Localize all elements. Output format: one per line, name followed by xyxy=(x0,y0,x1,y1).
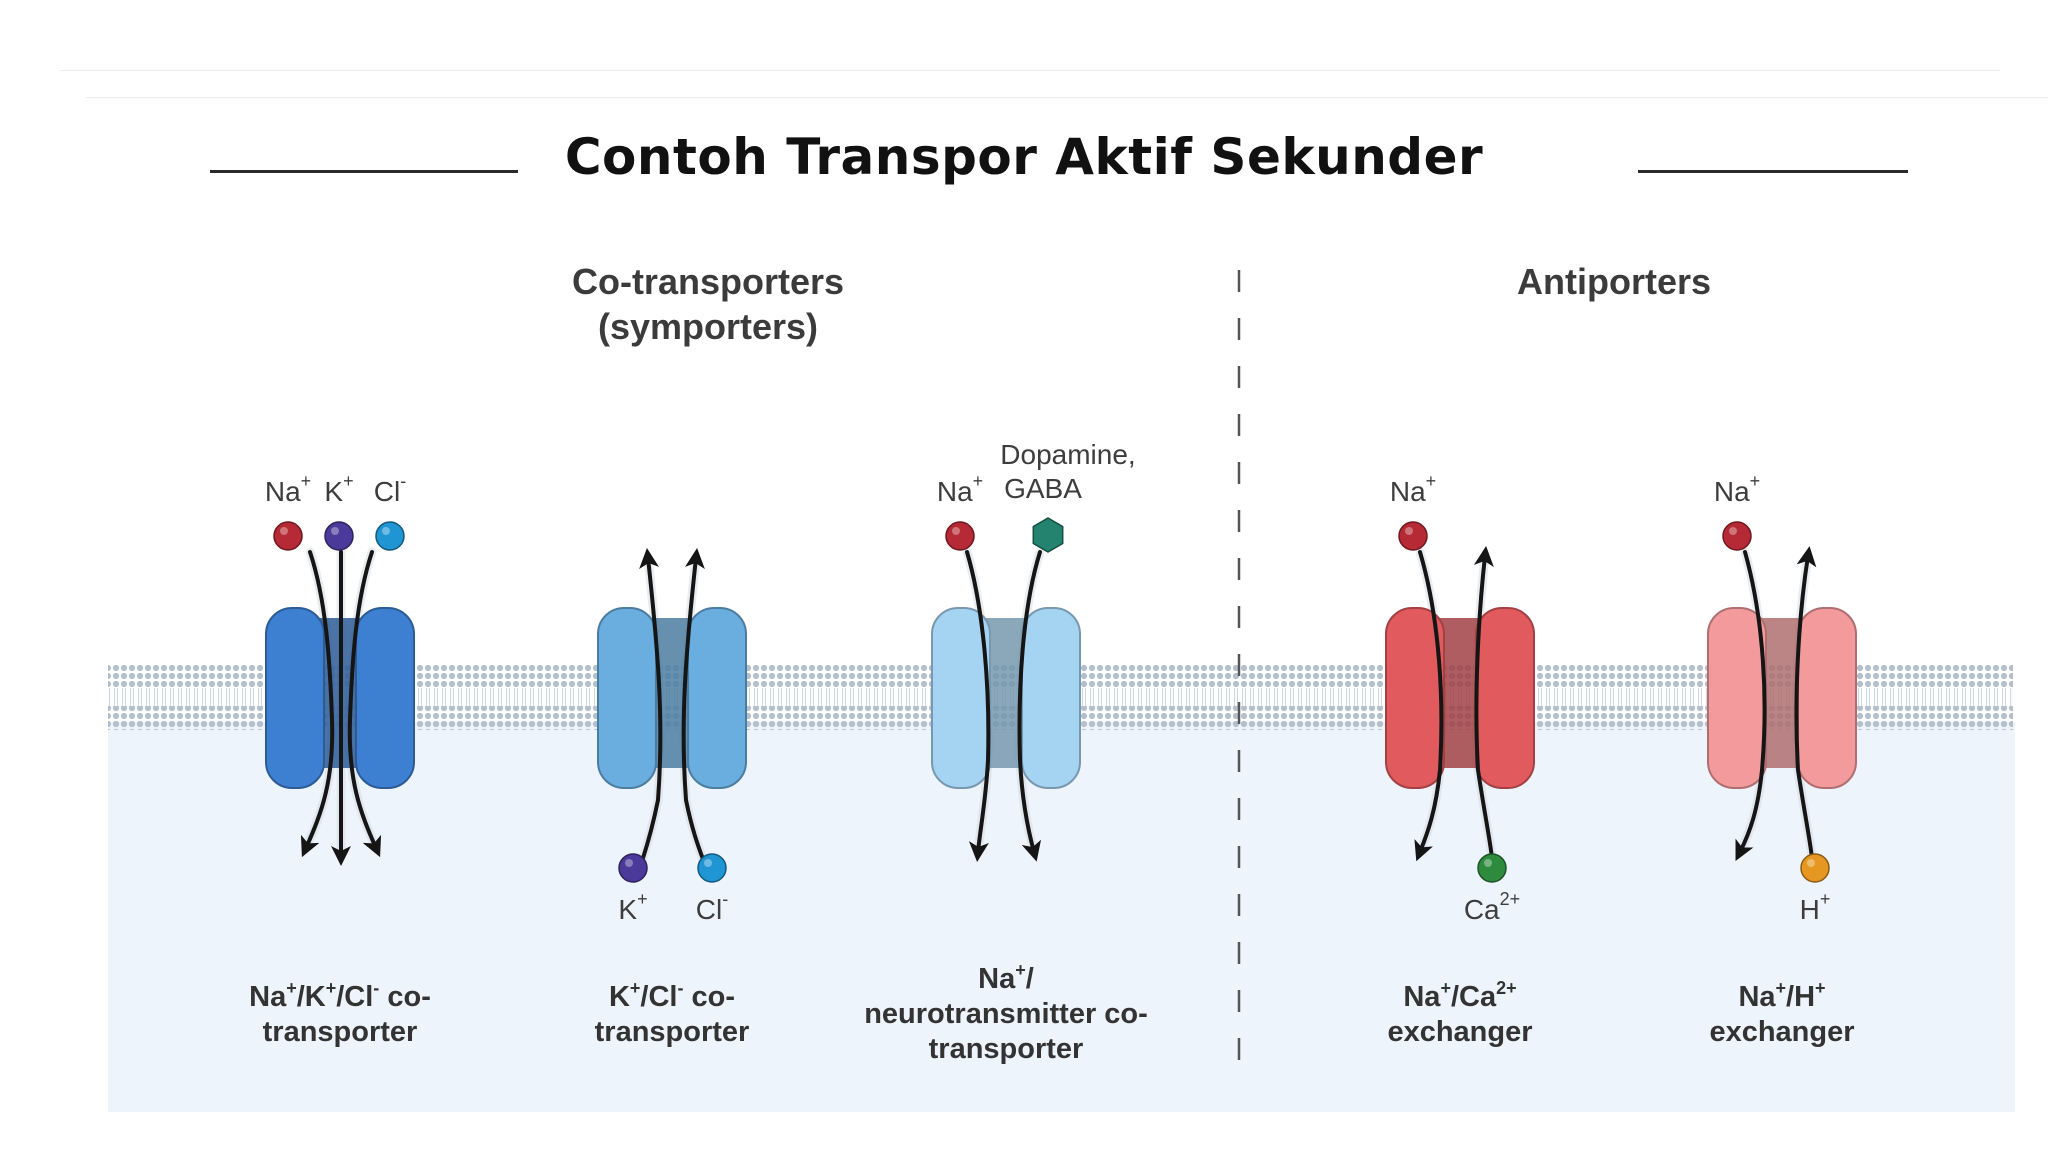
title-left-rule xyxy=(210,170,518,173)
ion-k-ball xyxy=(618,853,648,883)
cotransporters-heading-line1: Co-transporters xyxy=(571,261,845,302)
ion-h-label: H+ xyxy=(1799,889,1831,925)
transporter-right-lobe xyxy=(355,607,415,789)
caption-na-ca: Na+/Ca2+exchanger xyxy=(1290,978,1630,1050)
ion-cl-ball xyxy=(375,521,405,551)
transport-arrow xyxy=(1473,546,1494,860)
caption-line: transporter xyxy=(594,1016,750,1048)
neurotransmitter-hexagon xyxy=(1032,517,1064,553)
caption-line: K+/Cl- co- xyxy=(608,978,736,1013)
caption-line: Na+/Ca2+ xyxy=(1403,978,1517,1013)
ion-ca-ball xyxy=(1477,853,1507,883)
slide-title: Contoh Transpor Aktif Sekunder xyxy=(564,128,1484,186)
neurotransmitter-label-line1: Dopamine, xyxy=(1000,439,1136,470)
caption-line: neurotransmitter co- xyxy=(864,998,1148,1030)
ion-na-label: Na+ xyxy=(1389,471,1437,507)
transporter-right-lobe xyxy=(1021,607,1081,789)
transport-arrow xyxy=(1414,550,1444,862)
ion-na-label: Na+ xyxy=(264,471,312,507)
transport-arrow xyxy=(1794,546,1817,860)
transporter-right-lobe xyxy=(1475,607,1535,789)
ion-na-label: Na+ xyxy=(936,471,984,507)
ion-cl-label: Cl- xyxy=(373,471,407,507)
caption-k-cl: K+/Cl- co-transporter xyxy=(502,978,842,1050)
ion-k-ball xyxy=(324,521,354,551)
top-divider xyxy=(60,70,2000,71)
ion-k-label: K+ xyxy=(618,889,648,925)
caption-na-k-cl: Na+/K+/Cl- co-transporter xyxy=(170,978,510,1050)
transporter-na-neurotransmitter xyxy=(931,517,1081,862)
cotransporters-heading: Co-transporters (symporters) xyxy=(508,259,908,349)
antiporters-heading: Antiporters xyxy=(1516,261,1711,302)
transporter-left-lobe xyxy=(1385,607,1445,789)
ion-cl-label: Cl- xyxy=(695,889,729,925)
transport-arrow xyxy=(638,548,663,870)
ion-na-ball xyxy=(945,521,975,551)
transport-arrow xyxy=(1735,550,1767,861)
transporter-k-cl xyxy=(597,548,747,883)
ion-k-label: K+ xyxy=(324,471,354,507)
caption-line: Na+/K+/Cl- co- xyxy=(249,978,431,1013)
caption-line: transporter xyxy=(262,1016,418,1048)
ion-ca-label: Ca2+ xyxy=(1463,889,1521,925)
transporter-na-k-cl xyxy=(265,521,415,866)
neurotransmitter-label: Dopamine,GABA xyxy=(968,438,1168,506)
transport-arrow xyxy=(965,550,991,862)
ion-na-ball xyxy=(273,521,303,551)
cotransporters-heading-line2: (symporters) xyxy=(597,306,819,347)
ion-na-ball xyxy=(1398,521,1428,551)
ion-na-ball xyxy=(1722,521,1752,551)
transporter-right-lobe xyxy=(687,607,747,789)
transporter-right-lobe xyxy=(1797,607,1857,789)
ion-h-ball xyxy=(1800,853,1830,883)
caption-na-h: Na+/H+exchanger xyxy=(1612,978,1952,1050)
transporter-left-lobe xyxy=(1707,607,1767,789)
caption-line: exchanger xyxy=(1387,1016,1533,1048)
header-divider xyxy=(86,97,2048,98)
transport-arrow xyxy=(300,550,335,858)
caption-na-neurotransmitter: Na+/neurotransmitter co-transporter xyxy=(836,960,1176,1067)
transporter-left-lobe xyxy=(931,607,991,789)
ion-na-label: Na+ xyxy=(1713,471,1761,507)
title-right-rule xyxy=(1638,170,1908,173)
transporter-na-ca xyxy=(1385,521,1535,883)
transport-arrow xyxy=(347,550,382,858)
caption-line: transporter xyxy=(928,1033,1084,1065)
caption-line: exchanger xyxy=(1709,1016,1855,1048)
transporter-left-lobe xyxy=(265,607,325,789)
caption-line: Na+/ xyxy=(978,960,1034,995)
transporter-na-h xyxy=(1707,521,1857,883)
transport-arrow xyxy=(681,548,708,870)
caption-line: Na+/H+ xyxy=(1738,978,1826,1013)
ion-cl-ball xyxy=(697,853,727,883)
transporter-left-lobe xyxy=(597,607,657,789)
transport-arrow xyxy=(1017,550,1042,862)
neurotransmitter-label-line2: GABA xyxy=(1004,473,1082,504)
